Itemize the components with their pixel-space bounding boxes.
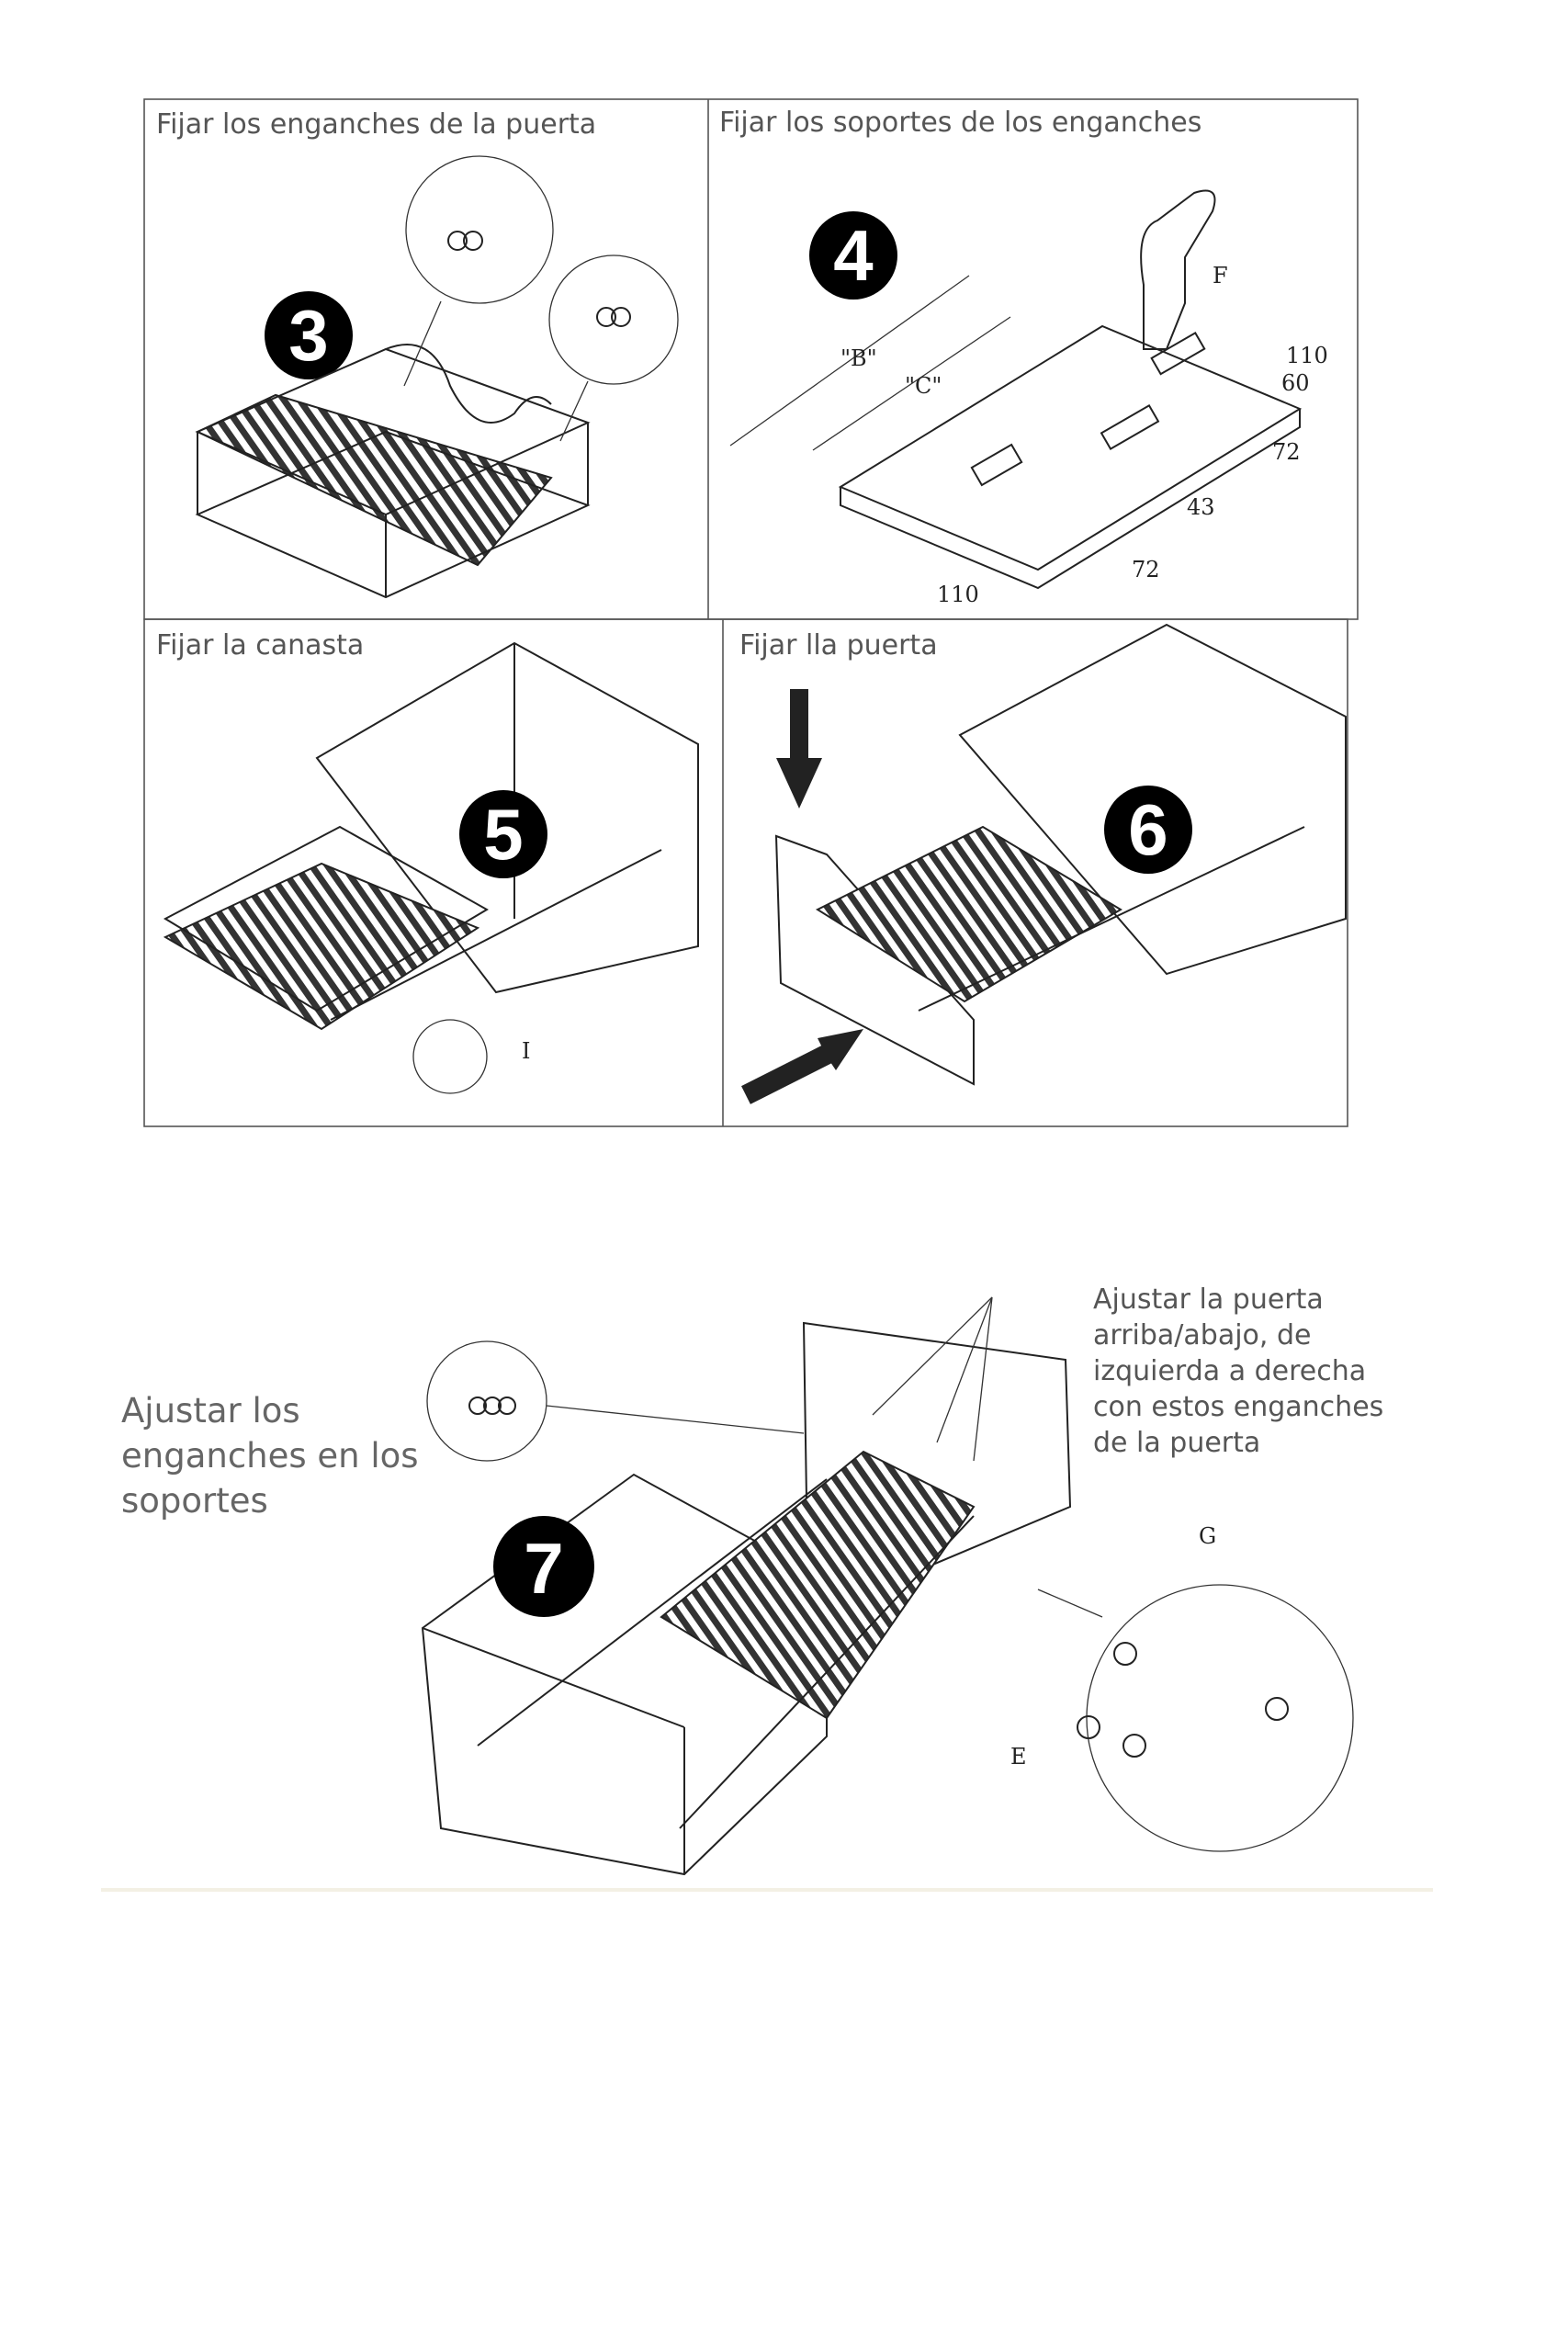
arrow-down-icon [776, 689, 822, 808]
step-badge-6: 6 [1104, 786, 1192, 874]
svg-text:72: 72 [1132, 557, 1160, 582]
panel-grid [143, 98, 1359, 1127]
svg-text:I: I [522, 1038, 530, 1064]
board-illustration [729, 189, 1303, 590]
cabinet-assembly-illustration [421, 1296, 1072, 1876]
panel-step-5: Fijar la canasta 5 I [156, 629, 699, 1094]
panel-title: Fijar lla puerta [739, 629, 938, 662]
detail-zoom-circle [403, 155, 679, 442]
svg-text:F: F [1213, 263, 1228, 288]
svg-text:"C": "C" [905, 373, 942, 399]
panel-title: Fijar la canasta [156, 629, 364, 662]
step-badge-3: 3 [265, 291, 353, 379]
step-badge-4: 4 [809, 211, 897, 300]
svg-text:"B": "B" [840, 345, 877, 371]
step-badge-5: 5 [459, 790, 547, 878]
panel-step-4: Fijar los soportes de los enganches 4 "B… [719, 107, 1328, 607]
panel-title: Fijar los soportes de los enganches [719, 107, 1201, 139]
drill-icon [1140, 189, 1216, 350]
detail-zoom-circle [412, 1019, 488, 1094]
step-7-section: Ajustar los enganches en los soportes Aj… [101, 1283, 1433, 1892]
panel-title: Fijar los enganches de la puerta [156, 108, 596, 141]
svg-text:G: G [1199, 1523, 1216, 1549]
svg-text:110: 110 [937, 582, 979, 607]
svg-text:43: 43 [1187, 494, 1215, 520]
svg-text:6: 6 [1128, 789, 1168, 870]
panel-step-6: Fijar lla puerta 6 [739, 623, 1347, 1104]
svg-text:E: E [1010, 1744, 1027, 1770]
cabinet-illustration [163, 641, 699, 1031]
left-caption: Ajustar los enganches en los soportes [121, 1391, 429, 1521]
svg-text:110: 110 [1286, 343, 1328, 368]
svg-text:72: 72 [1272, 439, 1301, 465]
cabinet-door-illustration [774, 623, 1347, 1086]
svg-text:3: 3 [288, 295, 328, 376]
step-badge-7: 7 [493, 1516, 594, 1617]
svg-text:5: 5 [483, 794, 523, 875]
right-caption: Ajustar la puerta arriba/abajo, de izqui… [1093, 1283, 1393, 1459]
arrow-diagonal-icon [741, 1029, 863, 1104]
panel-step-3: Fijar los enganches de la puerta 3 [156, 108, 679, 599]
svg-text:60: 60 [1281, 370, 1310, 396]
detail-zoom-circle [426, 1340, 1354, 1852]
svg-text:4: 4 [833, 215, 873, 296]
basket-illustration [195, 344, 591, 599]
svg-text:7: 7 [524, 1528, 563, 1609]
